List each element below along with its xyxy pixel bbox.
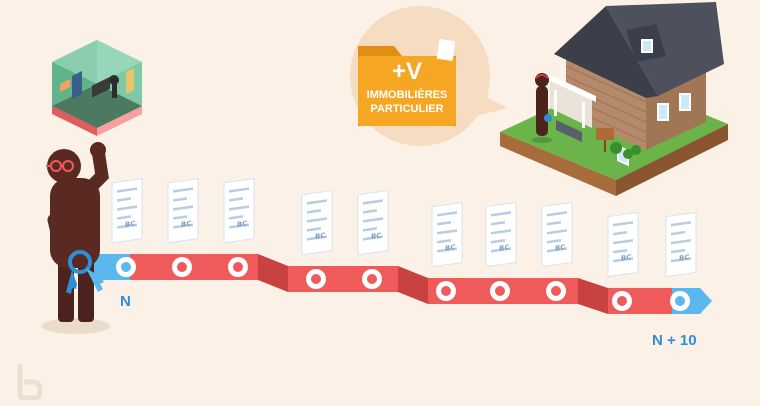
document-icon: BC bbox=[607, 211, 639, 278]
document-stamp: BC bbox=[125, 219, 135, 229]
folder-label: +V IMMOBILIÈRES PARTICULIER bbox=[356, 60, 458, 116]
document-stamp: BC bbox=[181, 219, 191, 229]
document-icon: BC bbox=[301, 190, 333, 256]
timeline-milestone bbox=[172, 257, 192, 277]
document-icon: BC bbox=[167, 178, 199, 244]
ribbon-fold bbox=[258, 254, 288, 292]
folder-line-1: IMMOBILIÈRES bbox=[366, 89, 448, 101]
document-stamp: BC bbox=[621, 252, 631, 262]
document-icon: BC bbox=[485, 201, 517, 268]
timeline-milestone bbox=[228, 257, 248, 277]
document-stamp: BC bbox=[679, 252, 689, 262]
folder-headline: +V bbox=[391, 58, 423, 85]
timeline-start-label: N bbox=[120, 293, 131, 310]
document-stamp: BC bbox=[499, 242, 509, 252]
timeline-milestone bbox=[546, 281, 566, 301]
timeline-milestone bbox=[116, 257, 136, 277]
timeline-milestone bbox=[612, 291, 632, 311]
document-icon: BC bbox=[223, 178, 255, 244]
document-icon: BC bbox=[431, 201, 463, 268]
watermark-logo-icon bbox=[17, 364, 43, 400]
isometric-room-icon bbox=[52, 40, 142, 136]
timeline-milestone bbox=[670, 291, 690, 311]
document-stamp: BC bbox=[315, 231, 325, 241]
timeline-milestone bbox=[436, 281, 456, 301]
document-stamp: BC bbox=[237, 219, 247, 229]
document-stamp: BC bbox=[445, 242, 455, 252]
document-icon: BC bbox=[357, 189, 389, 256]
keys-icon bbox=[66, 250, 104, 294]
document-icon: BC bbox=[665, 211, 697, 278]
timeline-end-label: N + 10 bbox=[652, 332, 697, 349]
document-stamp: BC bbox=[371, 231, 381, 241]
person-with-keys-illustration bbox=[42, 142, 110, 334]
house-illustration bbox=[500, 2, 728, 196]
document-stamp: BC bbox=[555, 242, 565, 252]
timeline-milestone bbox=[362, 269, 382, 289]
timeline-milestone bbox=[306, 269, 326, 289]
ribbon-fold bbox=[398, 266, 428, 304]
document-icon: BC bbox=[111, 178, 143, 244]
timeline-milestone bbox=[490, 281, 510, 301]
ribbon-fold bbox=[578, 278, 608, 314]
folder-icon bbox=[358, 38, 456, 126]
document-icon: BC bbox=[541, 201, 573, 268]
folder-line-2: PARTICULIER bbox=[370, 103, 444, 115]
